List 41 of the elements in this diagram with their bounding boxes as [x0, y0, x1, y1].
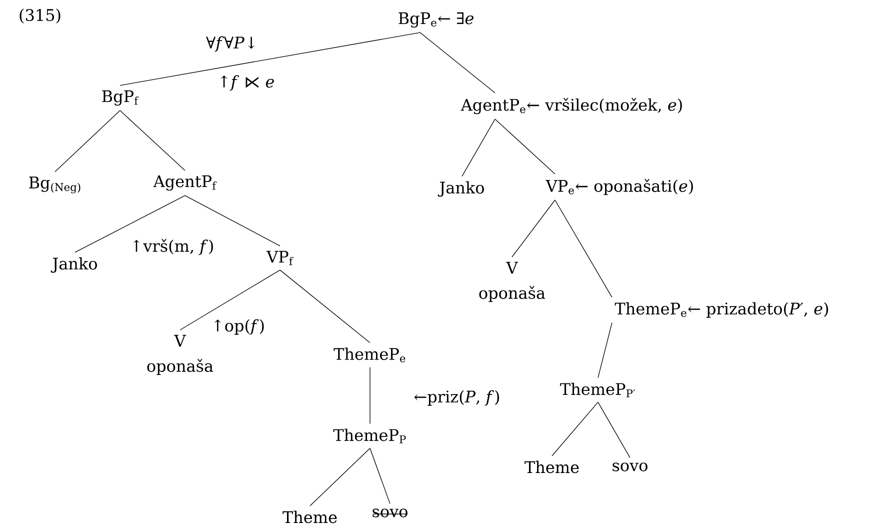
tree-label: AgentP$_{f}$	[153, 175, 217, 191]
tree-branch	[598, 402, 630, 458]
tree-label: Theme	[524, 460, 579, 474]
tree-branch	[184, 195, 280, 246]
tree-branch	[180, 270, 280, 330]
tree-label: V oponaša	[479, 262, 546, 302]
tree-branch	[552, 402, 598, 456]
tree-branch	[554, 200, 612, 298]
tree-label: BgP$_{e}$← ∃e	[398, 12, 474, 28]
tree-label: ThemeP$_{e}$	[334, 348, 406, 362]
tree-label: ThemeP$_{P′}$	[560, 382, 636, 398]
tree-branch	[120, 110, 186, 171]
tree-label: Janko	[438, 181, 484, 197]
tree-branch	[462, 118, 496, 177]
example-number: (315)	[20, 8, 60, 24]
edge-label: ↑vrš(m, f)	[133, 238, 213, 256]
tree-label: Theme	[282, 510, 337, 524]
tree-label: ThemeP$_{e}$← prizadeto(P′, e)	[614, 302, 828, 318]
tree-label: sovo	[612, 462, 648, 472]
tree-label: Bg$_{(Neg)}$	[29, 176, 80, 194]
tree-branch	[310, 448, 370, 506]
tree-label: VP$_{e}$← oponašati(e)	[546, 178, 693, 196]
edge-label: ←priz(P, f)	[414, 390, 500, 406]
tree-branch	[74, 195, 186, 253]
edge-label: ↑op(f)	[214, 319, 264, 335]
tree-branch	[54, 110, 120, 172]
tree-label: AgentP$_{e}$← vršilec(možek, e)	[460, 98, 682, 114]
tree-label: V oponaša	[147, 334, 214, 376]
tree-branch	[494, 118, 556, 174]
tree-label: BgP$_{f}$	[102, 90, 139, 106]
edge-label: ∀f∀P↓	[206, 36, 255, 52]
tree-label: ThemeP$_{P}$	[333, 428, 406, 444]
annotation-text: ↑f ⋉ e	[220, 75, 274, 91]
tree-branch	[512, 200, 556, 258]
tree-label: Janko	[50, 257, 97, 273]
tree-branch	[370, 448, 390, 504]
tree-branch	[280, 270, 370, 344]
tree-branch	[420, 32, 496, 94]
tree-label: VP$_{f}$	[266, 250, 294, 266]
tree-branch	[598, 322, 612, 378]
tree-branch	[120, 32, 420, 86]
